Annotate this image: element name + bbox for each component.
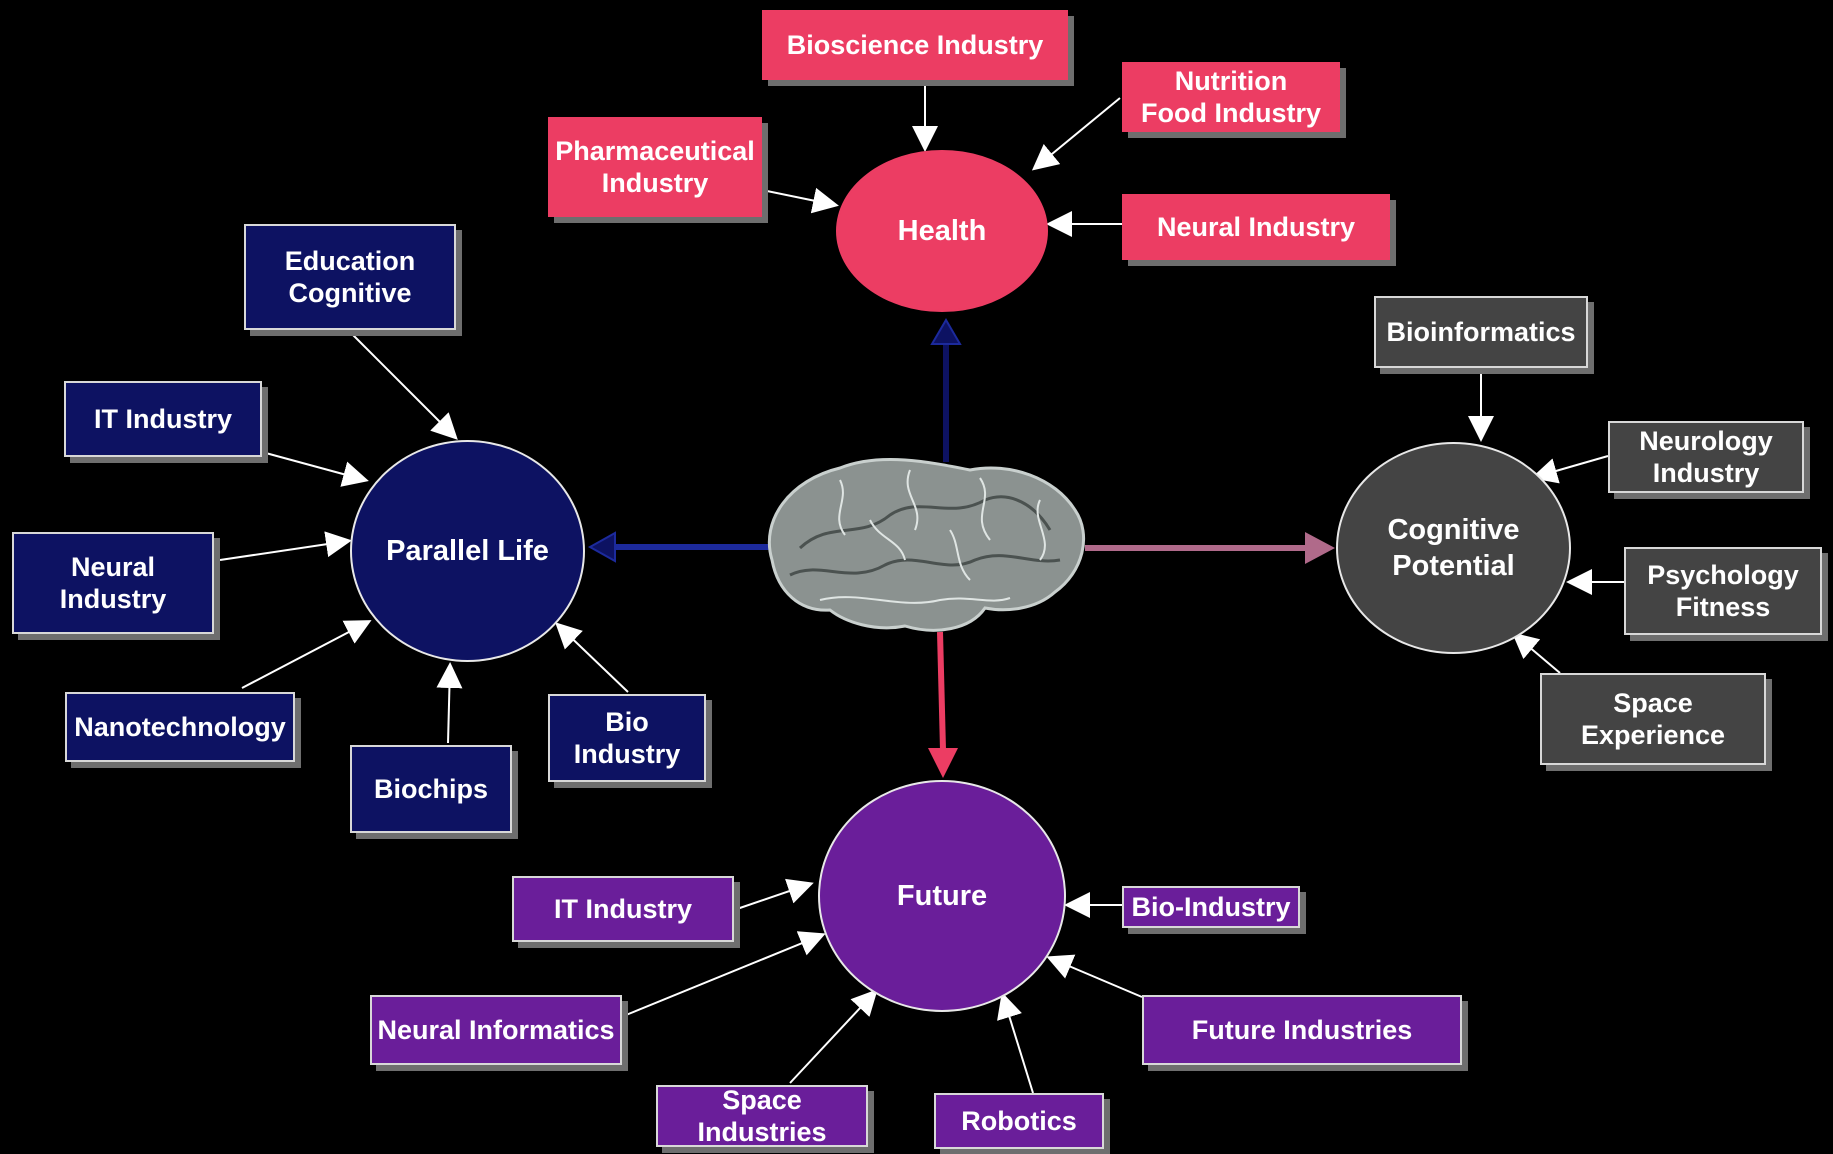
connector-neural-informatics [625,931,826,1016]
hub-cognitive-potential: Cognitive Potential [1336,442,1571,654]
node-pharmaceutical-industry: Pharmaceutical Industry [548,117,762,217]
main-arrow-parallel [587,531,770,563]
node-education-cognitive: Education Cognitive [244,224,456,330]
node-biochips: Biochips [350,745,512,833]
node-robotics: Robotics [934,1093,1104,1149]
node-bio-industry-parallel: Bio Industry [548,694,706,782]
node-it-industry-parallel: IT Industry [64,381,262,457]
connector-future-industries [1046,954,1143,998]
node-neural-industry-health: Neural Industry [1122,194,1390,260]
node-nutrition-food-industry: Nutrition Food Industry [1122,62,1340,132]
connector-neural-parallel [219,531,352,561]
connector-bio-parallel [555,622,629,693]
node-bio-industry-future: Bio-Industry [1122,886,1300,928]
node-nanotechnology: Nanotechnology [65,692,295,762]
main-arrow-future [928,631,958,778]
node-space-industries: Space Industries [656,1085,868,1147]
connector-neurology [1531,455,1609,484]
connector-education [349,331,458,440]
connector-space-experience [1511,632,1561,674]
node-bioinformatics: Bioinformatics [1374,296,1588,368]
node-it-industry-future: IT Industry [512,876,734,942]
main-arrow-cognitive [1085,532,1335,564]
connector-it-future [733,878,814,911]
node-neural-informatics: Neural Informatics [370,995,622,1065]
connector-biochips [436,662,463,744]
connector-robotics [997,992,1034,1094]
node-neural-industry-parallel: Neural Industry [12,532,214,634]
main-arrow-health [930,318,962,462]
hub-future: Future [818,780,1066,1012]
node-space-experience: Space Experience [1540,673,1766,765]
connector-space-industries [789,989,878,1084]
connector-it-parallel [261,451,369,487]
node-psychology-fitness: Psychology Fitness [1624,547,1822,635]
hub-health: Health [836,150,1048,312]
node-future-industries: Future Industries [1142,995,1462,1065]
brain-icon [767,458,1086,632]
connector-nutrition [1031,97,1121,171]
connector-nanotech [241,620,372,689]
node-neurology-industry: Neurology Industry [1608,421,1804,493]
node-bioscience-industry: Bioscience Industry [762,10,1068,80]
connector-pharmaceutical [761,187,839,214]
hub-parallel-life: Parallel Life [350,440,585,662]
